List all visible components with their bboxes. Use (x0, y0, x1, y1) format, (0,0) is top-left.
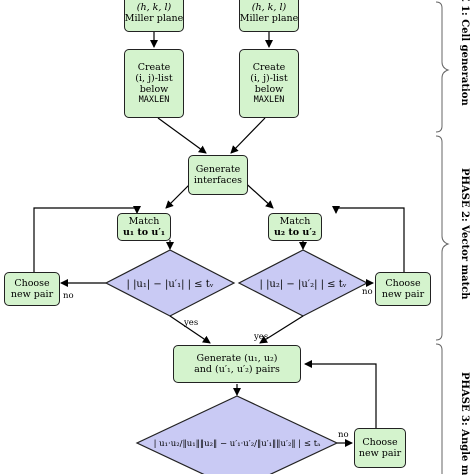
create-right-line2: (i, j)-list (250, 72, 288, 84)
miller-right-line2: Miller plane (239, 13, 299, 24)
choose-new-pair-left-box: Choose new pair (4, 272, 60, 306)
create-list-left-box: Create (i, j)-list below MAXLEN (124, 49, 184, 118)
phase2-brace (435, 135, 450, 341)
choose-bottom-line1: Choose (362, 437, 398, 448)
arrow-create-right-generate (230, 117, 266, 154)
create-left-line3: below (139, 83, 169, 95)
generate-pairs-line2: and (u′₁, u′₂) pairs (194, 364, 280, 375)
arrow-choose-bottom-back (304, 360, 377, 428)
choose-left-line2: new pair (10, 289, 54, 300)
choose-right-line1: Choose (385, 278, 421, 289)
phase1-title: E 1: Cell generation (459, 0, 470, 106)
label-no-left: no (63, 291, 74, 301)
decision-bottom-label: | u₁·u₂/‖u₁‖‖u₂‖ − u′₁·u′₂/‖u′₁‖‖u′₂‖ | … (153, 439, 321, 449)
match-left-box: Match u₁ to u′₁ (117, 213, 171, 241)
miller-left-line2: Miller plane (124, 13, 184, 24)
generate-pairs-box: Generate (u₁, u₂) and (u′₁, u′₂) pairs (173, 345, 301, 383)
match-right-line2: u₂ to u′₂ (274, 227, 316, 238)
arrow-create-left-generate (157, 117, 207, 154)
choose-right-line2: new pair (381, 289, 425, 300)
phase3-brace (435, 343, 443, 474)
match-left-line2: u₁ to u′₁ (123, 227, 165, 238)
phase1-brace (435, 1, 450, 133)
miller-right-line1: (h, k, l) (251, 2, 287, 13)
create-list-right-box: Create (i, j)-list below MAXLEN (239, 49, 299, 118)
arrow-decision-left-yes (169, 315, 211, 344)
phase3-title: PHASE 3: Angle m (459, 372, 470, 475)
create-left-line2: (i, j)-list (135, 72, 173, 84)
miller-plane-left-box: (h, k, l) Miller plane (124, 0, 184, 32)
generate-pairs-line1: Generate (u₁, u₂) (196, 353, 278, 364)
match-right-line1: Match (279, 216, 311, 227)
generate-interfaces-line2: interfaces (193, 175, 243, 186)
label-no-right: no (362, 287, 373, 297)
arrow-choose-left-back (33, 206, 141, 272)
create-left-line1: Create (137, 61, 171, 73)
decision-right-label: | |u₂| − |u′₂| | ≤ tᵥ (259, 278, 347, 290)
phase2-title: PHASE 2: Vector match (459, 168, 470, 300)
choose-new-pair-bottom-box: Choose new pair (354, 428, 406, 468)
decision-left-label: | |u₁| − |u′₁| | ≤ tᵥ (126, 278, 214, 290)
arrow-choose-right-back (332, 206, 405, 272)
match-left-line1: Match (128, 216, 160, 227)
create-right-line4: MAXLEN (253, 94, 285, 105)
arrow-decision-right-yes (259, 315, 304, 344)
decision-bottom-shape (135, 395, 339, 474)
generate-interfaces-box: Generate interfaces (188, 155, 248, 195)
label-no-bottom: no (338, 430, 349, 440)
choose-new-pair-right-box: Choose new pair (375, 272, 431, 306)
label-yes-left: yes (184, 318, 199, 328)
miller-plane-right-box: (h, k, l) Miller plane (239, 0, 299, 32)
match-right-box: Match u₂ to u′₂ (268, 213, 322, 241)
generate-interfaces-line1: Generate (195, 164, 241, 175)
choose-bottom-line2: new pair (358, 448, 402, 459)
miller-left-line1: (h, k, l) (136, 2, 172, 13)
create-right-line1: Create (252, 61, 286, 73)
create-right-line3: below (254, 83, 284, 95)
label-yes-right: yes (254, 332, 269, 342)
choose-left-line1: Choose (14, 278, 50, 289)
create-left-line4: MAXLEN (138, 94, 170, 105)
